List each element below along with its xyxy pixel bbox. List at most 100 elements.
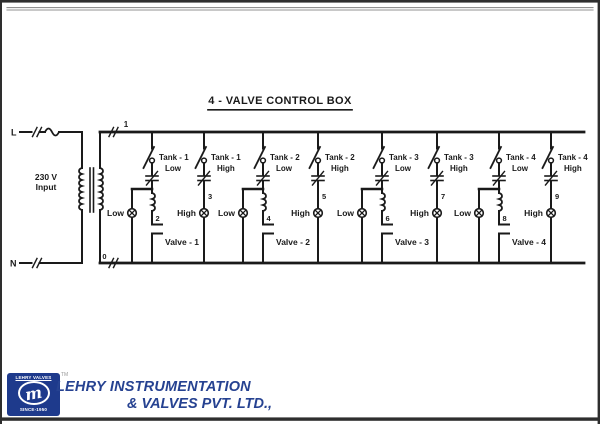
switch-blade <box>372 145 386 170</box>
valve-3-label: Valve - 3 <box>395 237 429 247</box>
tank-1-high-lamp <box>198 207 210 219</box>
tank-4-high-lamp <box>545 207 557 219</box>
page-border-right <box>597 0 600 424</box>
tank-2-low-lamp-label: Low <box>218 208 235 218</box>
transformer-primary-coil <box>78 167 86 211</box>
monogram-glyph: m <box>23 382 44 405</box>
input-voltage-sublabel: Input <box>36 182 57 192</box>
logo-since-label: SINCE-1950 <box>19 407 48 412</box>
lamp-x-stroke <box>433 209 441 217</box>
tank-3-low-label: Tank - 3 <box>389 153 419 162</box>
terminal-6-label: 6 <box>386 214 390 223</box>
lamp-x-stroke <box>547 209 555 217</box>
hash-stroke <box>112 257 119 269</box>
tank-3-low-sublabel: Low <box>395 164 412 173</box>
live-terminal-label: L <box>11 128 17 138</box>
switch-contact <box>547 157 555 164</box>
tank-2-high-lamp-label: High <box>291 208 310 218</box>
valve-3-flex-lead <box>378 192 386 212</box>
tank-2-low-lamp <box>237 207 249 219</box>
lamp-x-stroke <box>239 209 247 217</box>
tank-2-low-label: Tank - 2 <box>270 153 300 162</box>
switch-blade <box>308 145 322 170</box>
top-bus-break <box>108 126 119 138</box>
tank-2-low-sublabel: Low <box>276 164 293 173</box>
connector-slash <box>145 170 159 186</box>
tank-1-high-switch: Tank - 1 High <box>194 131 241 186</box>
connector-slash <box>256 170 270 186</box>
valve-2-label: Valve - 2 <box>276 237 310 247</box>
switch-blade <box>427 145 441 170</box>
company-logo: LEHRY VALVES m SINCE-1950 <box>7 373 60 416</box>
neutral-terminal-label: N <box>10 259 17 269</box>
page-border-bottom <box>0 417 600 421</box>
valve-4-label: Valve - 4 <box>512 237 546 247</box>
switch-contact <box>259 157 267 164</box>
switch-contact <box>433 157 441 164</box>
switch-blade <box>142 145 156 170</box>
bottom-bus-label: 0 <box>102 252 106 261</box>
tank-4-high-lamp-label: High <box>524 208 543 218</box>
tank-3-high-lamp <box>431 207 443 219</box>
tank-1-low-lamp-label: Low <box>107 208 124 218</box>
terminal-4-label: 4 <box>267 214 272 223</box>
connector-slash <box>544 170 558 186</box>
terminal-2-label: 2 <box>156 214 160 223</box>
trademark-symbol: TM <box>61 372 69 378</box>
terminal-8-label: 8 <box>503 214 507 223</box>
tank-3-low-lamp-label: Low <box>337 208 354 218</box>
switch-blade <box>253 145 267 170</box>
tank-2-high-sublabel: High <box>331 164 349 173</box>
terminal-5-label: 5 <box>322 192 326 201</box>
page-border-top <box>0 0 600 3</box>
tank-1-low-label: Tank - 1 <box>159 153 189 162</box>
transformer-secondary-coil <box>96 167 104 211</box>
tank-4-low-lamp <box>473 207 485 219</box>
tank-2-high-switch: Tank - 2 High <box>308 131 355 186</box>
switch-contact <box>148 157 156 164</box>
hash-stroke <box>31 257 38 269</box>
tank-2-high-lamp <box>312 207 324 219</box>
hash-stroke <box>108 257 115 269</box>
page-title: 4 - VALVE CONTROL BOX <box>208 95 352 107</box>
tank-3-high-lamp-label: High <box>410 208 429 218</box>
tank-1-high-label: Tank - 1 <box>211 153 241 162</box>
tank-1-high-sublabel: High <box>217 164 235 173</box>
switch-contact <box>314 157 322 164</box>
tank-1-low-sublabel: Low <box>165 164 182 173</box>
bottom-bus-break <box>108 257 119 269</box>
input-voltage-label: 230 V <box>35 172 58 182</box>
logo-wordmark: LEHRY VALVES <box>15 375 52 380</box>
lamp-x-stroke <box>358 209 366 217</box>
lamp-x-stroke <box>128 209 136 217</box>
connector-slash <box>197 170 211 186</box>
company-name-line2: & VALVES PVT. LTD., <box>126 396 272 412</box>
tank-4-low-label: Tank - 4 <box>506 153 536 162</box>
tank-1-low-lamp <box>126 207 138 219</box>
top-bus-label: 1 <box>124 120 129 129</box>
lamp-x-stroke <box>475 209 483 217</box>
hash-stroke <box>31 126 38 138</box>
switch-blade <box>489 145 503 170</box>
tank-3-low-switch: Tank - 3 Low <box>372 131 419 186</box>
company-name-line1: LEHRY INSTRUMENTATION <box>56 379 251 395</box>
valve-1-flex-lead <box>148 192 156 212</box>
hash-stroke <box>108 126 115 138</box>
connector-slash <box>375 170 389 186</box>
switch-contact <box>378 157 386 164</box>
tank-3-high-switch: Tank - 3 High <box>427 131 474 186</box>
tank-3-high-label: Tank - 3 <box>444 153 474 162</box>
tank-1-high-lamp-label: High <box>177 208 196 218</box>
terminal-9-label: 9 <box>555 192 559 201</box>
lehry-monogram-icon: m <box>17 381 50 405</box>
tank-2-high-label: Tank - 2 <box>325 153 355 162</box>
tank-3-high-sublabel: High <box>450 164 468 173</box>
switch-blade <box>541 145 555 170</box>
valve-4-flex-lead <box>495 192 503 212</box>
lamp-x-stroke <box>314 209 322 217</box>
tank-2-low-switch: Tank - 2 Low <box>253 131 300 186</box>
